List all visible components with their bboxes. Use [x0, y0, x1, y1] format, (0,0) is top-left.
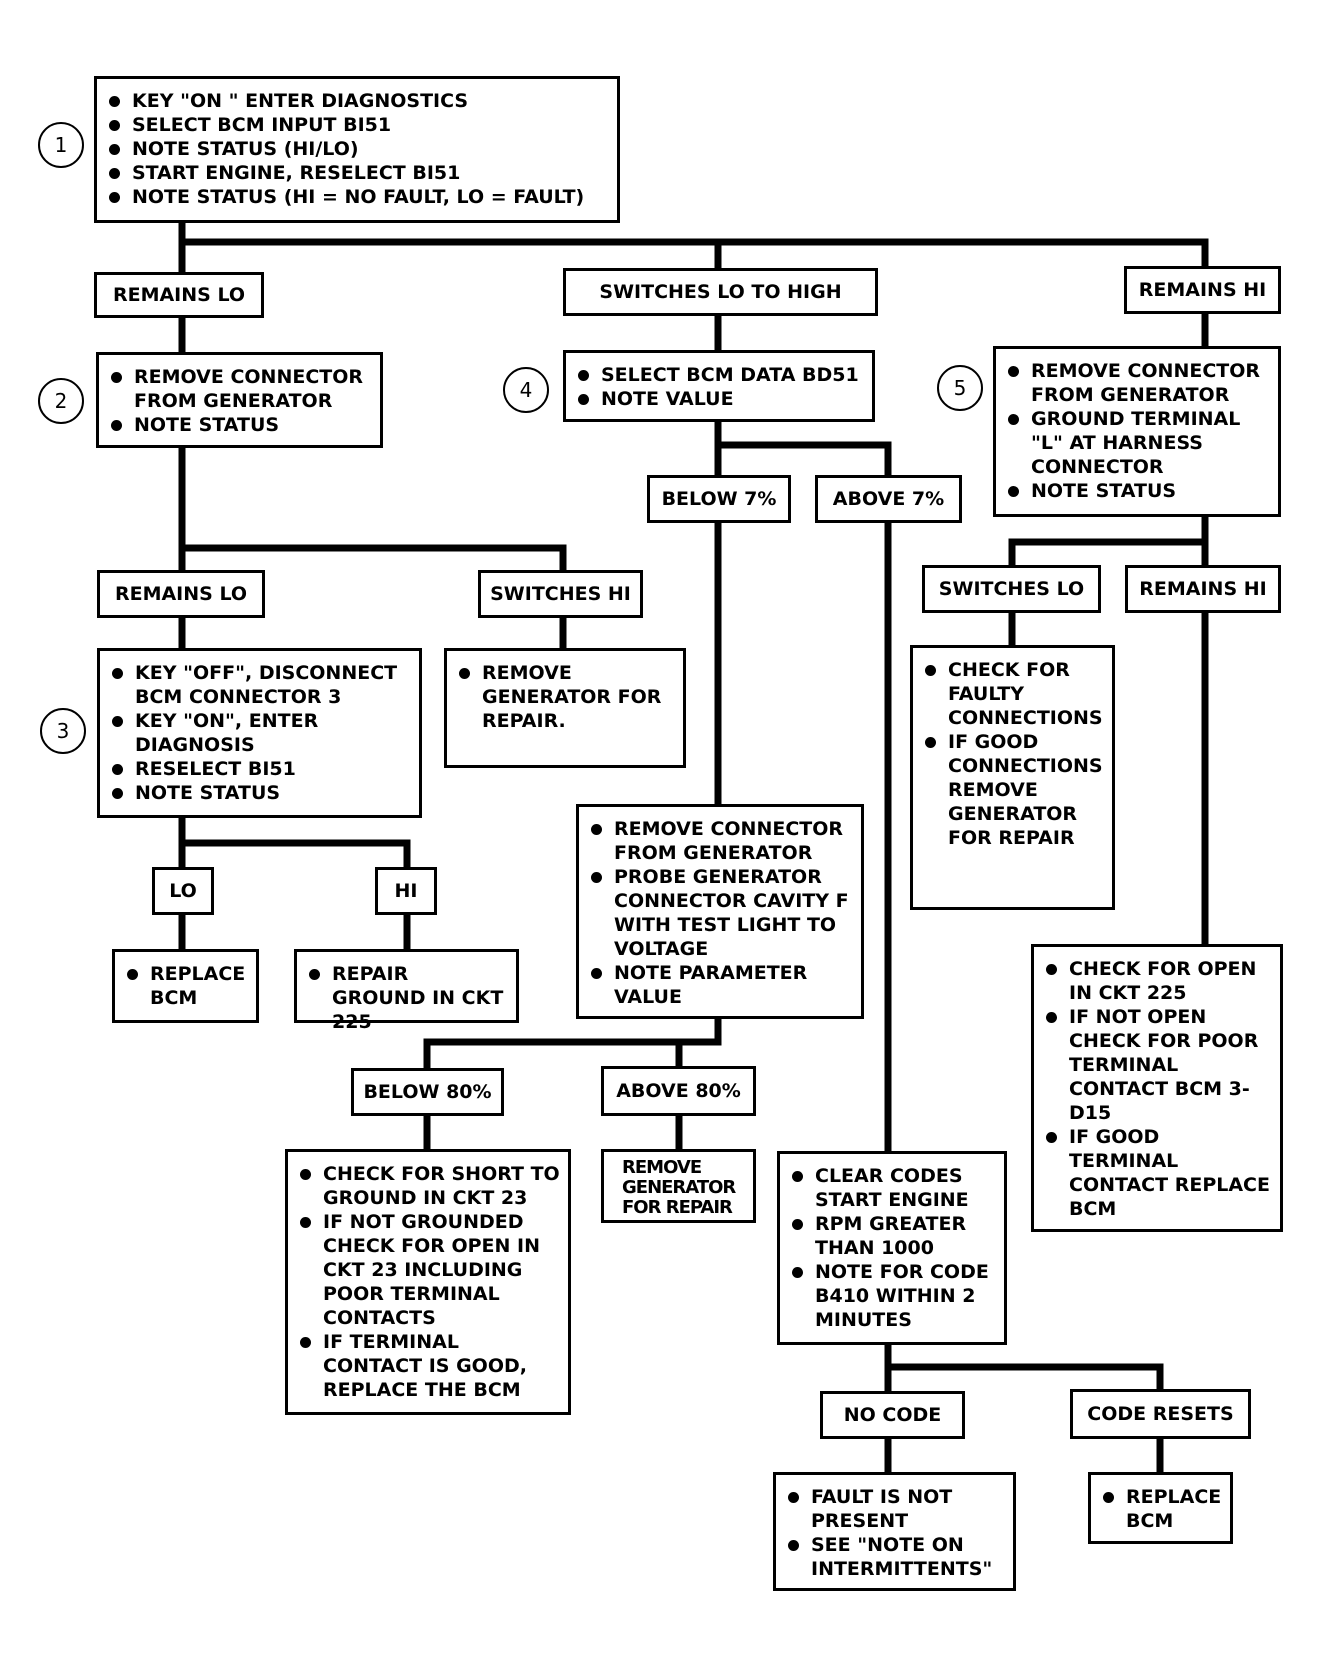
step-5-item: NOTE STATUS [1008, 479, 1270, 503]
step-4-item: NOTE VALUE [578, 387, 864, 411]
probe-generator-box: REMOVE CONNECTOR FROM GENERATOR PROBE GE… [576, 804, 864, 1019]
connector-line [675, 1038, 722, 1070]
no-code-label: NO CODE [820, 1391, 965, 1439]
step-1-item: NOTE STATUS (HI/LO) [109, 137, 609, 161]
connector-line [423, 1014, 722, 1072]
step-3-item: RESELECT BI51 [112, 757, 411, 781]
replace-bcm-box-b: REPLACE BCM [1088, 1472, 1233, 1544]
step-2-box: REMOVE CONNECTOR FROM GENERATOR NOTE STA… [96, 352, 383, 448]
lo-label: LO [152, 867, 214, 915]
replace-bcm-item: REPLACE BCM [127, 962, 248, 1010]
remains-hi-label: REMAINS HI [1124, 266, 1281, 314]
step-5-item: REMOVE CONNECTOR FROM GENERATOR [1008, 359, 1270, 407]
step-1-item: SELECT BCM INPUT BI51 [109, 113, 609, 137]
step-3-item: KEY "ON", ENTER DIAGNOSIS [112, 709, 411, 757]
step-5-box: REMOVE CONNECTOR FROM GENERATOR GROUND T… [993, 346, 1281, 517]
check-faulty-connections-box: CHECK FOR FAULTY CONNECTIONS IF GOOD CON… [910, 645, 1115, 910]
remove-generator-box: REMOVE GENERATOR FOR REPAIR. [444, 648, 686, 768]
connector-line [178, 238, 1209, 270]
step-5-item: GROUND TERMINAL "L" AT HARNESS CONNECTOR [1008, 407, 1270, 479]
step-1-box: KEY "ON " ENTER DIAGNOSTICS SELECT BCM I… [94, 76, 620, 223]
connector-line [178, 443, 567, 574]
connector-line [714, 417, 892, 479]
step-2-item: NOTE STATUS [111, 413, 372, 437]
check-short-item: IF TERMINAL CONTACT IS GOOD, REPLACE THE… [300, 1330, 560, 1402]
step-1-item: START ENGINE, RESELECT BI51 [109, 161, 609, 185]
fault-not-present-item: FAULT IS NOT PRESENT [788, 1485, 1005, 1533]
check-short-item: CHECK FOR SHORT TO GROUND IN CKT 23 [300, 1162, 560, 1210]
probe-generator-item: PROBE GENERATOR CONNECTOR CAVITY F WITH … [591, 865, 853, 961]
step-1-marker: 1 [38, 122, 84, 168]
repair-ground-box: REPAIR GROUND IN CKT 225 [294, 949, 519, 1033]
remains-lo-label-2: REMAINS LO [97, 570, 265, 618]
clear-codes-box: CLEAR CODES START ENGINE RPM GREATER THA… [777, 1151, 1007, 1345]
check-short-item: IF NOT GROUNDED CHECK FOR OPEN IN CKT 23… [300, 1210, 560, 1330]
step-3-marker: 3 [40, 708, 86, 754]
replace-bcm-item: REPLACE BCM [1103, 1485, 1222, 1533]
step-3-item: KEY "OFF", DISCONNECT BCM CONNECTOR 3 [112, 661, 411, 709]
remove-generator-item: REMOVE GENERATOR FOR REPAIR. [459, 661, 675, 733]
below-80-percent-label: BELOW 80% [351, 1068, 504, 1116]
probe-generator-item: REMOVE CONNECTOR FROM GENERATOR [591, 817, 853, 865]
fault-not-present-box: FAULT IS NOT PRESENT SEE "NOTE ON INTERM… [773, 1472, 1016, 1591]
check-open-box: CHECK FOR OPEN IN CKT 225 IF NOT OPEN CH… [1031, 944, 1283, 1232]
fault-not-present-item: SEE "NOTE ON INTERMITTENTS" [788, 1533, 1005, 1581]
above-7-percent-label: ABOVE 7% [815, 475, 962, 523]
check-open-item: IF NOT OPEN CHECK FOR POOR TERMINAL CONT… [1046, 1005, 1272, 1125]
switches-lo-to-high-label: SWITCHES LO TO HIGH [563, 268, 878, 316]
switches-lo-label: SWITCHES LO [922, 565, 1101, 613]
code-resets-label: CODE RESETS [1070, 1389, 1251, 1439]
connector-line [1008, 513, 1209, 569]
clear-codes-item: CLEAR CODES START ENGINE [792, 1164, 996, 1212]
step-4-item: SELECT BCM DATA BD51 [578, 363, 864, 387]
step-1-item: KEY "ON " ENTER DIAGNOSTICS [109, 89, 609, 113]
step-3-box: KEY "OFF", DISCONNECT BCM CONNECTOR 3 KE… [97, 648, 422, 818]
clear-codes-item: NOTE FOR CODE B410 WITHIN 2 MINUTES [792, 1260, 996, 1332]
step-1-item: NOTE STATUS (HI = NO FAULT, LO = FAULT) [109, 185, 609, 209]
probe-generator-item: NOTE PARAMETER VALUE [591, 961, 853, 1009]
above-80-percent-label: ABOVE 80% [601, 1066, 756, 1116]
clear-codes-item: RPM GREATER THAN 1000 [792, 1212, 996, 1260]
remove-generator-text: REMOVE GENERATOR FOR REPAIR [622, 1157, 736, 1218]
remains-hi-label-2: REMAINS HI [1125, 565, 1281, 613]
below-7-percent-label: BELOW 7% [647, 475, 791, 523]
hi-label: HI [375, 867, 437, 915]
connector-line [178, 814, 411, 871]
remove-generator-box-b: REMOVE GENERATOR FOR REPAIR [601, 1149, 756, 1223]
remains-lo-label: REMAINS LO [94, 272, 264, 318]
check-open-item: IF GOOD TERMINAL CONTACT REPLACE BCM [1046, 1125, 1272, 1221]
step-3-item: NOTE STATUS [112, 781, 411, 805]
step-2-item: REMOVE CONNECTOR FROM GENERATOR [111, 365, 372, 413]
step-4-marker: 4 [503, 367, 549, 413]
check-open-item: CHECK FOR OPEN IN CKT 225 [1046, 957, 1272, 1005]
check-faulty-item: CHECK FOR FAULTY CONNECTIONS [925, 658, 1104, 730]
connector-line [884, 1340, 1164, 1393]
step-2-marker: 2 [38, 378, 84, 424]
step-5-marker: 5 [937, 365, 983, 411]
check-short-box: CHECK FOR SHORT TO GROUND IN CKT 23 IF N… [285, 1149, 571, 1415]
repair-ground-item: REPAIR GROUND IN CKT 225 [309, 962, 508, 1034]
replace-bcm-box-a: REPLACE BCM [112, 949, 259, 1023]
check-faulty-item: IF GOOD CONNECTIONS REMOVE GENERATOR FOR… [925, 730, 1104, 850]
switches-hi-label: SWITCHES HI [478, 570, 643, 618]
step-4-box: SELECT BCM DATA BD51 NOTE VALUE [563, 350, 875, 422]
